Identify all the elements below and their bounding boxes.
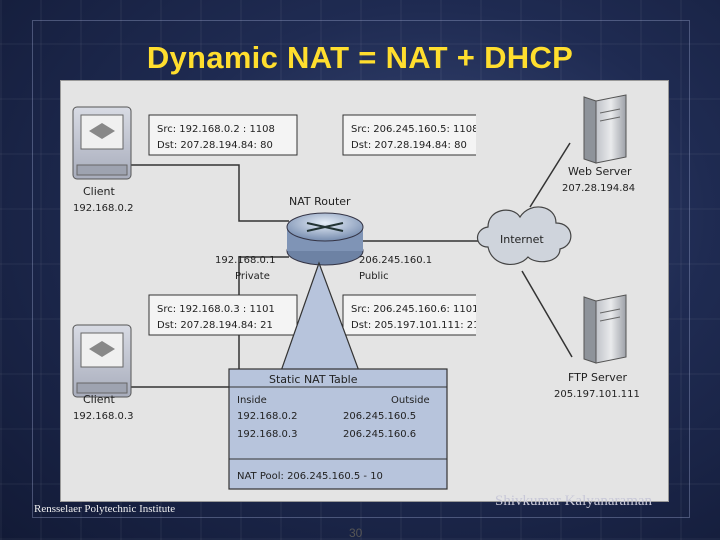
nat-table-row-2-outside: 206.245.160.6 — [343, 429, 416, 440]
nat-router-icon — [286, 212, 364, 266]
client-1-computer-icon — [72, 106, 132, 180]
client-1-label: Client — [83, 185, 116, 198]
nat-diagram-right: Internet Web Server 207.28.194.84 FTP Se… — [476, 80, 669, 502]
slide-title: Dynamic NAT = NAT + DHCP — [146, 40, 574, 75]
packet-box-3: Src: 192.168.0.3 : 1101 Dst: 207.28.194.… — [148, 294, 298, 336]
nat-pool: NAT Pool: 206.245.160.5 - 10 — [237, 471, 383, 482]
packet-box-4: Src: 206.245.160.6: 1101 Dst: 205.197.10… — [342, 294, 477, 336]
private-label: Private — [235, 271, 270, 282]
packet-4-dst: Dst: 205.197.101.111: 21 — [351, 320, 477, 331]
nat-table-title: Static NAT Table — [269, 373, 358, 386]
public-ip: 206.245.160.1 — [359, 255, 432, 266]
nat-table-col-outside: Outside — [391, 395, 430, 406]
web-server-icon — [583, 94, 627, 164]
nat-table-row-1-outside: 206.245.160.5 — [343, 411, 416, 422]
nat-table-col-inside: Inside — [237, 395, 267, 406]
client-2-computer-icon — [72, 324, 132, 398]
packet-2-dst: Dst: 207.28.194.84: 80 — [351, 140, 467, 151]
public-label: Public — [359, 271, 389, 282]
web-server-ip: 207.28.194.84 — [562, 183, 635, 194]
client-2-label: Client — [83, 393, 116, 406]
packet-1-dst: Dst: 207.28.194.84: 80 — [157, 140, 273, 151]
private-ip: 192.168.0.1 — [215, 255, 275, 266]
packet-1-src: Src: 192.168.0.2 : 1108 — [157, 124, 275, 135]
client-2-ip: 192.168.0.3 — [73, 411, 133, 422]
footer-institution: Rensselaer Polytechnic Institute — [34, 503, 176, 515]
packet-3-src: Src: 192.168.0.3 : 1101 — [157, 304, 275, 315]
packet-3-dst: Dst: 207.28.194.84: 21 — [157, 320, 273, 331]
web-server-label: Web Server — [568, 165, 632, 178]
client-1-ip: 192.168.0.2 — [73, 203, 133, 214]
static-nat-table: Static NAT Table Inside Outside 192.168.… — [228, 368, 448, 490]
footer-author: Shivkumar Kalyanaraman — [495, 493, 653, 509]
router-label: NAT Router — [289, 195, 351, 208]
packet-box-2: Src: 206.245.160.5: 1108 Dst: 207.28.194… — [342, 114, 477, 156]
packet-2-src: Src: 206.245.160.5: 1108 — [351, 124, 477, 135]
nat-diagram-svg: Src: 192.168.0.2 : 1108 Dst: 207.28.194.… — [72, 106, 477, 490]
page-number: 30 — [349, 526, 363, 540]
ftp-server-icon — [583, 294, 627, 364]
internet-label: Internet — [500, 233, 544, 246]
nat-table-row-2-inside: 192.168.0.3 — [237, 429, 297, 440]
nat-table-row-1-inside: 192.168.0.2 — [237, 411, 297, 422]
nat-diagram: Src: 192.168.0.2 : 1108 Dst: 207.28.194.… — [60, 80, 478, 502]
packet-4-src: Src: 206.245.160.6: 1101 — [351, 304, 477, 315]
ftp-server-ip: 205.197.101.111 — [554, 389, 640, 400]
internet-cloud-icon — [476, 206, 572, 265]
ftp-server-label: FTP Server — [568, 371, 628, 384]
packet-box-1: Src: 192.168.0.2 : 1108 Dst: 207.28.194.… — [148, 114, 298, 156]
slide-frame — [32, 20, 690, 518]
